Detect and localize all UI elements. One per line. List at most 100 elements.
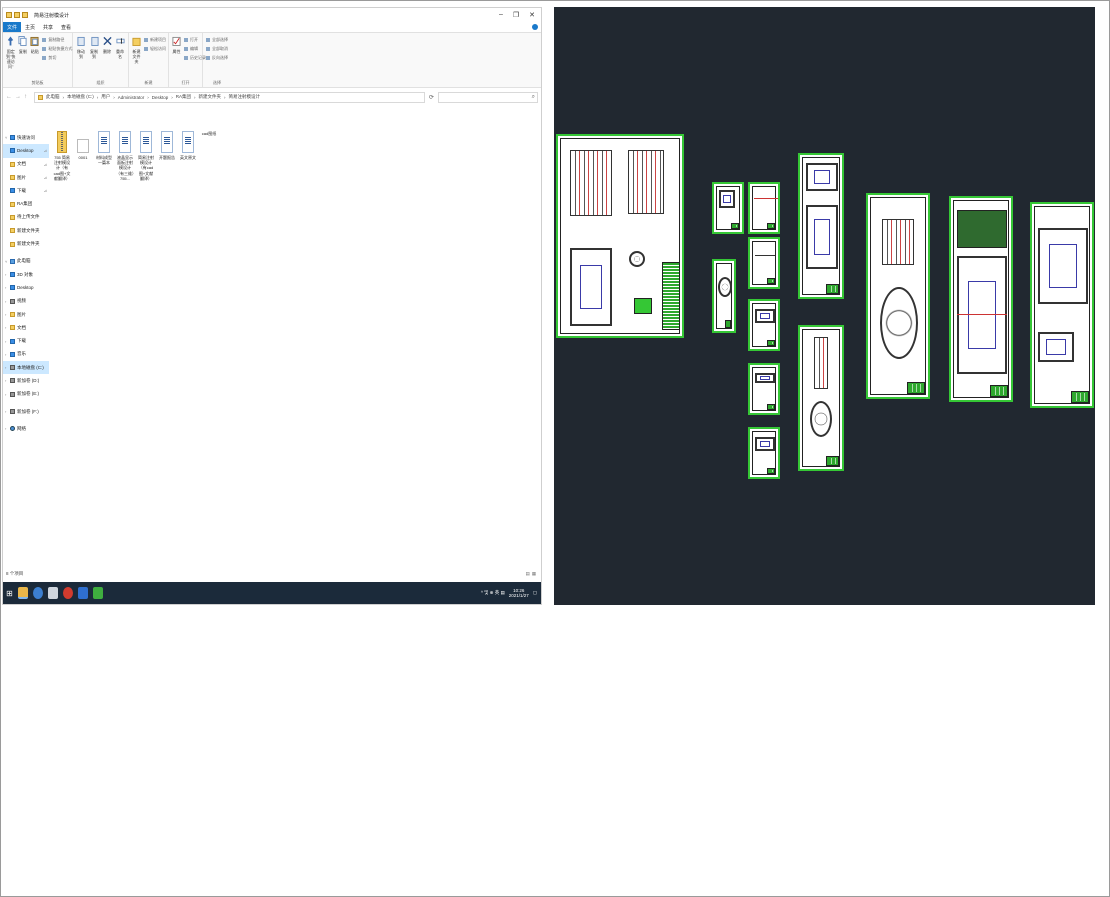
- file-item[interactable]: 简易注射模设计（有cad图+文献翻译）: [137, 131, 155, 181]
- tab-file[interactable]: 文件: [3, 22, 22, 32]
- cut-button[interactable]: 剪切: [42, 55, 72, 61]
- cad-viewer-taskbar-icon[interactable]: [92, 587, 103, 599]
- tray-icons[interactable]: ^ 및 ⊕ 英 ▤: [480, 590, 505, 595]
- delete-button[interactable]: 删除: [102, 35, 112, 54]
- notification-icon[interactable]: ▢: [532, 590, 537, 595]
- file-item[interactable]: 英文原文: [179, 131, 197, 160]
- file-explorer-taskbar-icon[interactable]: [17, 587, 28, 599]
- breadcrumb-users[interactable]: 用户: [101, 94, 111, 99]
- nav-item-pc-pictures[interactable]: ›图片: [5, 311, 26, 317]
- view-toggle-icons[interactable]: ▤▦: [525, 571, 538, 576]
- nav-item-drive-f[interactable]: ›新加卷 (F:): [5, 408, 39, 415]
- cad-sheet[interactable]: [712, 182, 744, 234]
- cad-sheet[interactable]: [748, 363, 780, 415]
- nav-item-pc-documents[interactable]: ›文档: [5, 324, 26, 331]
- nav-item-music[interactable]: ›音乐: [5, 351, 26, 357]
- nav-this-pc[interactable]: ˅此电脑: [5, 258, 31, 264]
- nav-item-drive-e[interactable]: ›新加卷 (E:): [5, 391, 39, 397]
- file-item[interactable]: 755 简易注射模设计（有cad图+文献翻译）: [53, 131, 71, 181]
- cad-sheet[interactable]: [1030, 202, 1094, 408]
- browser-taskbar-icon[interactable]: [32, 587, 43, 599]
- cad-sheet[interactable]: [748, 237, 780, 289]
- cad-sheet[interactable]: [748, 427, 780, 479]
- documents-icon: [10, 325, 15, 331]
- nav-quick-access[interactable]: ˅快速访问: [5, 134, 35, 141]
- rename-button[interactable]: 重命名: [115, 35, 125, 59]
- tab-view[interactable]: 查看: [61, 24, 72, 31]
- breadcrumb-desktop[interactable]: Desktop: [151, 94, 169, 100]
- address-bar[interactable]: 此电脑 › 本地磁盘 (C:) › 用户 › Administrator › D…: [34, 91, 425, 103]
- copy-to-button[interactable]: 复制到: [89, 35, 99, 59]
- properties-button[interactable]: 属性: [172, 35, 181, 54]
- breadcrumb-current[interactable]: 简易注射模设计: [228, 94, 261, 99]
- breadcrumb-this-pc[interactable]: 此电脑: [46, 94, 60, 99]
- cad-sheet[interactable]: [748, 299, 780, 351]
- open-button[interactable]: 打开: [184, 37, 206, 43]
- refresh-icon[interactable]: ⟳: [428, 94, 434, 101]
- breadcrumb-administrator[interactable]: Administrator: [117, 94, 145, 100]
- nav-item-drive-c[interactable]: ›本地磁盘 (C:): [3, 361, 49, 375]
- history-button[interactable]: 历史记录: [184, 55, 206, 61]
- copy-path-button[interactable]: 复制路径: [42, 37, 72, 43]
- windows-start-icon[interactable]: ⊞: [6, 588, 13, 598]
- breadcrumb-new-folder[interactable]: 新建文件夹: [198, 94, 222, 99]
- new-item-button[interactable]: 新建项目: [144, 37, 166, 43]
- new-folder-button[interactable]: 新建文件夹: [132, 35, 141, 64]
- nav-buttons[interactable]: ←→↑: [6, 94, 30, 100]
- invert-selection-button[interactable]: 反向选择: [206, 55, 228, 61]
- nav-network[interactable]: ›网络: [5, 425, 26, 432]
- tab-home[interactable]: 主页: [25, 24, 36, 31]
- properties-icon[interactable]: [14, 12, 20, 18]
- app-taskbar-icon[interactable]: [47, 587, 58, 599]
- nav-item-documents[interactable]: 文档⊿: [3, 158, 49, 171]
- tab-share[interactable]: 共享: [43, 24, 54, 31]
- paste-shortcut-button[interactable]: 粘贴快捷方式: [42, 46, 72, 52]
- nav-item-pc-desktop[interactable]: ›Desktop: [5, 285, 34, 291]
- cad-sheet[interactable]: [712, 259, 736, 333]
- breadcrumb-drive-c[interactable]: 本地磁盘 (C:): [67, 94, 94, 99]
- file-item[interactable]: 液晶显示面板注射模设计（有三维）755...: [116, 131, 134, 181]
- autocad-taskbar-icon[interactable]: [62, 587, 73, 599]
- copy-button[interactable]: 复制: [18, 35, 27, 54]
- nav-item-new-folder[interactable]: 新建文件夹: [3, 224, 49, 237]
- cad-sheet[interactable]: [798, 325, 844, 471]
- breadcrumb-separator: ›: [171, 94, 173, 100]
- cad-sheet[interactable]: [798, 153, 844, 299]
- file-item[interactable]: cad图纸: [200, 131, 218, 136]
- minimize-button[interactable]: –: [498, 11, 503, 18]
- cad-sheet[interactable]: [866, 193, 930, 399]
- select-none-button[interactable]: 全部取消: [206, 46, 228, 52]
- nav-item-3d-objects[interactable]: ›3D 对象: [5, 271, 34, 278]
- maximize-button[interactable]: ❐: [512, 12, 520, 19]
- edit-button[interactable]: 编辑: [184, 46, 206, 52]
- easy-access-button[interactable]: 轻松访问: [144, 46, 166, 52]
- nav-item-videos[interactable]: ›视频: [5, 298, 26, 304]
- close-button[interactable]: ✕: [529, 12, 535, 19]
- nav-item-pending-upload[interactable]: 待上传文件: [3, 211, 49, 224]
- nav-item-drive-d[interactable]: ›新加卷 (D:): [5, 377, 40, 384]
- title-bar[interactable]: 简易注射模设计 – ❐ ✕: [3, 8, 541, 22]
- nav-item-pc-downloads[interactable]: ›下载: [5, 338, 26, 344]
- word-taskbar-icon[interactable]: [77, 587, 88, 599]
- nav-item-ra-group[interactable]: RA集团: [3, 197, 49, 210]
- move-to-button[interactable]: 移动到: [76, 35, 86, 59]
- nav-item-new-folder-2[interactable]: 新建文件夹: [3, 237, 49, 250]
- nav-item-downloads[interactable]: 下载⊿: [3, 184, 49, 197]
- cad-sheet[interactable]: [949, 196, 1013, 402]
- pin-quick-access-button[interactable]: 固定到"快速访问": [6, 35, 15, 69]
- file-item[interactable]: 开题报告: [158, 131, 176, 160]
- new-folder-icon[interactable]: [22, 12, 28, 18]
- file-item[interactable]: 材料成型一篇本: [95, 131, 113, 165]
- breadcrumb-ra-group[interactable]: RA集团: [175, 94, 192, 99]
- nav-item-desktop[interactable]: Desktop⊿: [3, 144, 49, 158]
- paste-button[interactable]: 粘贴: [30, 35, 39, 54]
- help-icon[interactable]: [532, 24, 538, 30]
- cad-sheet-assembly[interactable]: [556, 134, 684, 338]
- cad-drawing-viewer[interactable]: [554, 7, 1095, 605]
- clock[interactable]: 10:26 2021/1/27: [508, 588, 529, 598]
- search-input[interactable]: ⌕: [438, 91, 538, 103]
- cad-sheet[interactable]: [748, 182, 780, 234]
- nav-item-pictures[interactable]: 图片⊿: [3, 171, 49, 184]
- select-all-button[interactable]: 全部选择: [206, 37, 228, 43]
- file-item[interactable]: 0001: [74, 131, 92, 160]
